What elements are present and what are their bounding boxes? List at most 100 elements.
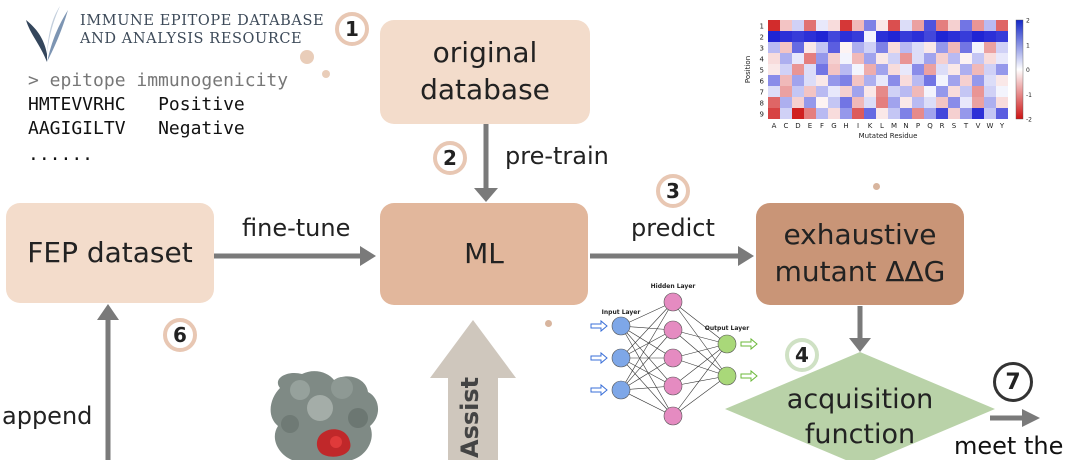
heatmap-cell (768, 86, 780, 97)
heatmap-cell (912, 75, 924, 86)
heatmap-cell (804, 108, 816, 119)
nn-node (663, 320, 683, 340)
nn-edge (620, 301, 674, 359)
protein-structure-illustration (270, 371, 379, 460)
heatmap-cell (792, 97, 804, 108)
heatmap-cell (804, 86, 816, 97)
heatmap-row-label: 2 (760, 34, 764, 42)
heatmap-cell (972, 75, 984, 86)
heatmap-cell (876, 97, 888, 108)
heatmap-cell (888, 42, 900, 53)
heatmap-cell (768, 97, 780, 108)
acquisition-label: acquisition function (786, 383, 934, 450)
heatmap-cell (804, 97, 816, 108)
heatmap-cell (816, 86, 828, 97)
heatmap-ylabel: Position (744, 56, 752, 83)
nn-node (663, 376, 683, 396)
heatmap-cell (888, 86, 900, 97)
heatmap-cell (912, 64, 924, 75)
heatmap-cell (840, 97, 852, 108)
heatmap-cell (924, 86, 936, 97)
heatmap-cell (924, 31, 936, 42)
heatmap-cell (852, 108, 864, 119)
heatmap-cell (888, 75, 900, 86)
heatmap-cell (852, 64, 864, 75)
heatmap-cell (852, 53, 864, 64)
heatmap-cell (876, 31, 888, 42)
heatmap-cell (852, 31, 864, 42)
heatmap-cell (984, 97, 996, 108)
step-3-badge: 3 (656, 174, 690, 208)
heatmap-cell (888, 97, 900, 108)
finetune-label: fine-tune (242, 214, 351, 242)
heatmap-cell (792, 31, 804, 42)
heatmap-cell (936, 31, 948, 42)
nn-node (663, 348, 683, 368)
heatmap-cell (948, 97, 960, 108)
epitope-prompt: > epitope immunogenicity (28, 70, 289, 91)
heatmap-cell (864, 97, 876, 108)
arrowhead (474, 188, 498, 202)
heatmap-cell (876, 75, 888, 86)
heatmap-cell (996, 86, 1008, 97)
heatmap-col-label: I (857, 122, 859, 130)
heatmap-cell (936, 108, 948, 119)
heatmap-cell (924, 20, 936, 31)
nn-edge (672, 343, 728, 387)
heatmap-cell (840, 64, 852, 75)
heatmap-cell (816, 31, 828, 42)
heatmap-cell (936, 86, 948, 97)
heatmap-col-label: P (916, 122, 920, 130)
heatmap-cell (828, 42, 840, 53)
heatmap-cell (804, 53, 816, 64)
heatmap-cell (960, 86, 972, 97)
arrowhead (738, 246, 754, 266)
heatmap-cell (972, 42, 984, 53)
heatmap-cell (912, 108, 924, 119)
heatmap-cell (792, 42, 804, 53)
meet-label: meet the (954, 432, 1064, 460)
heatmap-cell (888, 108, 900, 119)
heatmap-cell (960, 75, 972, 86)
heatmap-col-label: Y (999, 122, 1005, 130)
iedb-logo (26, 6, 68, 62)
heatmap-cell (804, 64, 816, 75)
heatmap-cell (912, 97, 924, 108)
nn-node (611, 348, 631, 368)
heatmap-cell (840, 20, 852, 31)
heatmap-cell (828, 75, 840, 86)
heatmap-cell (984, 53, 996, 64)
heatmap-row-label: 7 (760, 89, 764, 97)
heatmap-col-label: F (820, 122, 824, 130)
heatmap-cell (996, 31, 1008, 42)
heatmap-cell (960, 31, 972, 42)
heatmap-cell (828, 20, 840, 31)
heatmap-cell (840, 75, 852, 86)
heatmap-cell (768, 31, 780, 42)
step-7-badge: 7 (993, 362, 1033, 402)
nn-edge (620, 325, 674, 387)
heatmap-cell (984, 64, 996, 75)
heatmap-cell (984, 75, 996, 86)
arrowhead (849, 338, 871, 352)
heatmap-cell (852, 42, 864, 53)
heatmap-cell (972, 64, 984, 75)
heatmap-cell (828, 64, 840, 75)
heatmap-cell (876, 108, 888, 119)
heatmap-cell (972, 108, 984, 119)
heatmap-cell (984, 20, 996, 31)
step-1-badge: 1 (335, 12, 369, 46)
nn-input-label: Input Layer (602, 309, 641, 316)
fep-dataset-label: FEP dataset (27, 235, 193, 269)
nn-edge (620, 301, 674, 391)
heatmap-col-label: E (808, 122, 812, 130)
heatmap-cell (996, 42, 1008, 53)
heatmap-cell (864, 75, 876, 86)
heatmap-cell (900, 75, 912, 86)
heatmap-cell (852, 97, 864, 108)
heatmap-cell (780, 64, 792, 75)
heatmap-cell (816, 108, 828, 119)
heatmap-cell (816, 97, 828, 108)
